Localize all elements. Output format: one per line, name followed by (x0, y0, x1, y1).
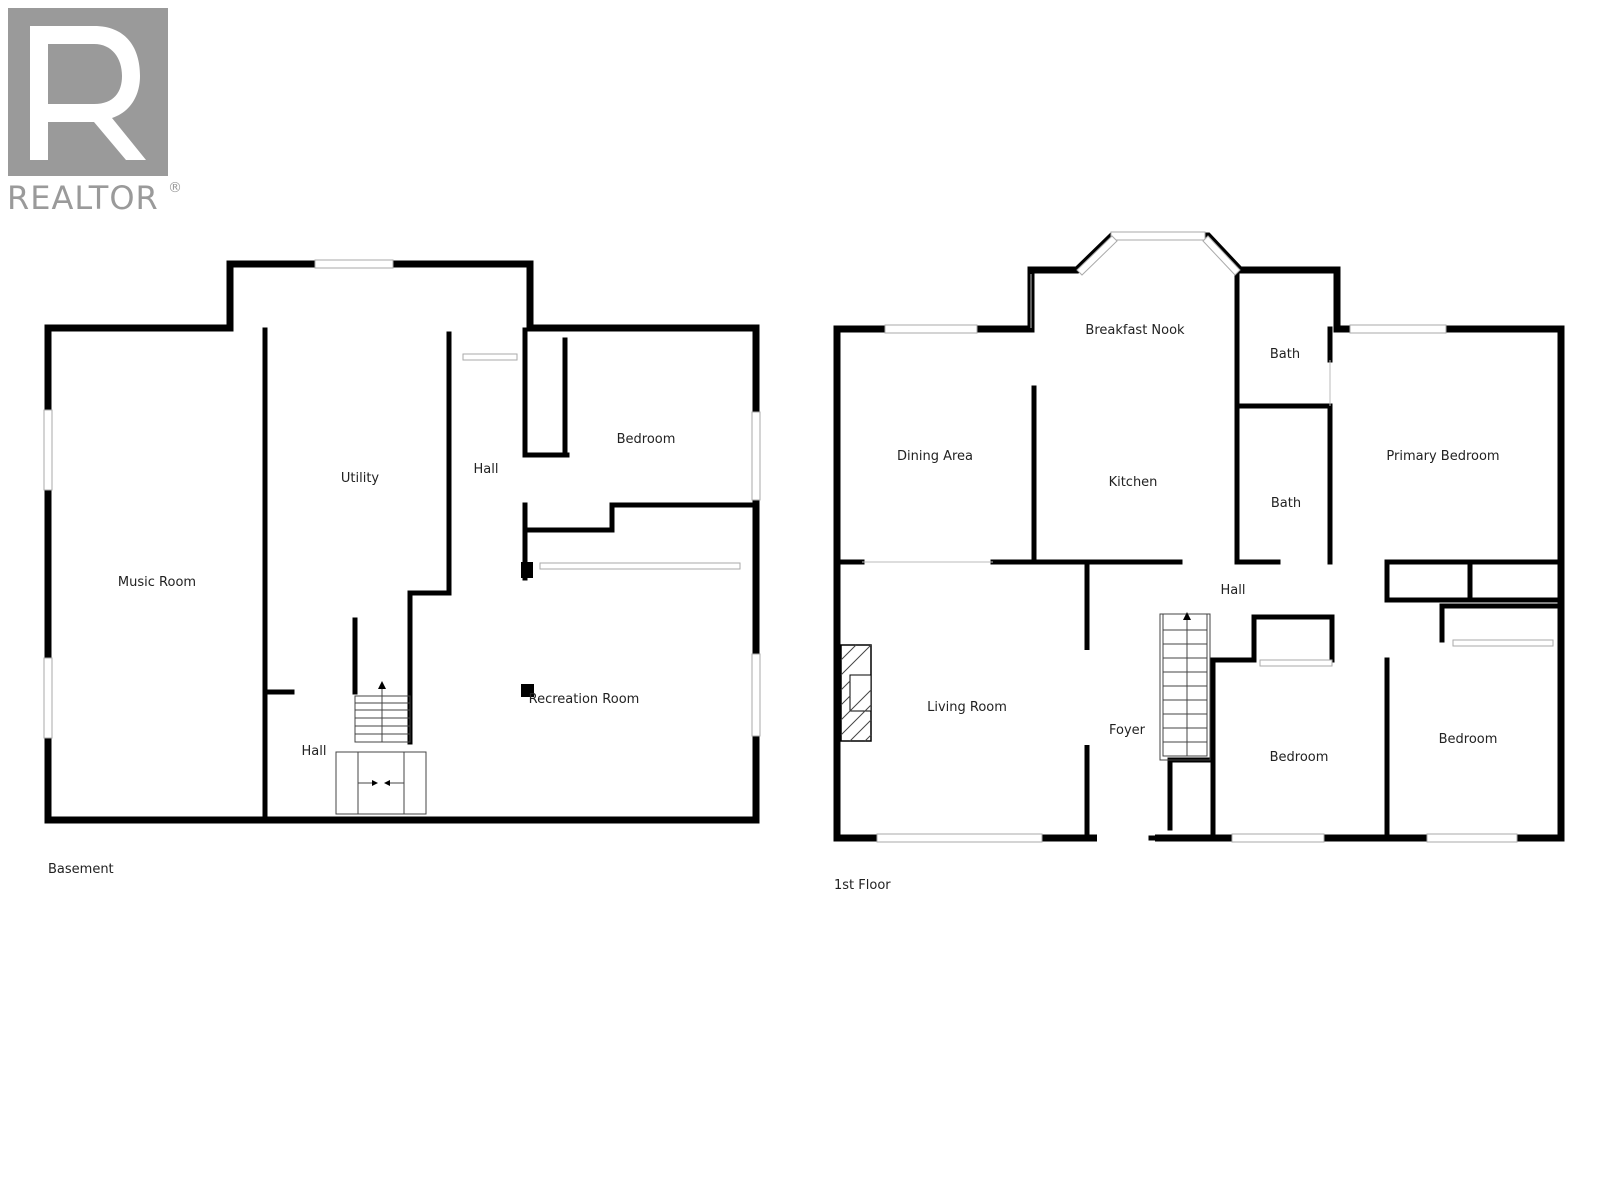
realtor-logo: REALTOR ® (7, 8, 182, 217)
room-label: Bedroom (617, 432, 676, 447)
room-label: Dining Area (897, 449, 973, 464)
room-label: Kitchen (1109, 475, 1158, 490)
room-label: Bath (1270, 347, 1300, 362)
room-label: Bedroom (1270, 750, 1329, 765)
room-label: Bath (1271, 496, 1301, 511)
floor-label-basement: Basement (48, 862, 114, 877)
floor-label-first-floor: 1st Floor (834, 878, 891, 893)
fireplace (840, 644, 872, 742)
room-label: Primary Bedroom (1386, 449, 1499, 464)
room-label: Hall (1221, 583, 1246, 598)
room-label: Bedroom (1439, 732, 1498, 747)
first-floor-stairs (1159, 612, 1211, 761)
room-label: Living Room (927, 700, 1007, 715)
room-label: Music Room (118, 575, 196, 590)
logo-text: REALTOR (7, 179, 159, 217)
room-label: Breakfast Nook (1085, 323, 1185, 338)
room-label: Foyer (1109, 723, 1146, 738)
first-floor-plan: Breakfast Nook Bath Dining Area Kitchen … (833, 231, 1565, 893)
room-label: Recreation Room (529, 692, 640, 707)
room-label: Hall (302, 744, 327, 759)
logo-registered-mark: ® (168, 180, 182, 196)
basement-stairs (335, 681, 427, 815)
room-label: Hall (474, 462, 499, 477)
basement-plan: Music Room Utility Hall Bedroom Recreati… (43, 259, 761, 877)
room-label: Utility (341, 471, 380, 486)
